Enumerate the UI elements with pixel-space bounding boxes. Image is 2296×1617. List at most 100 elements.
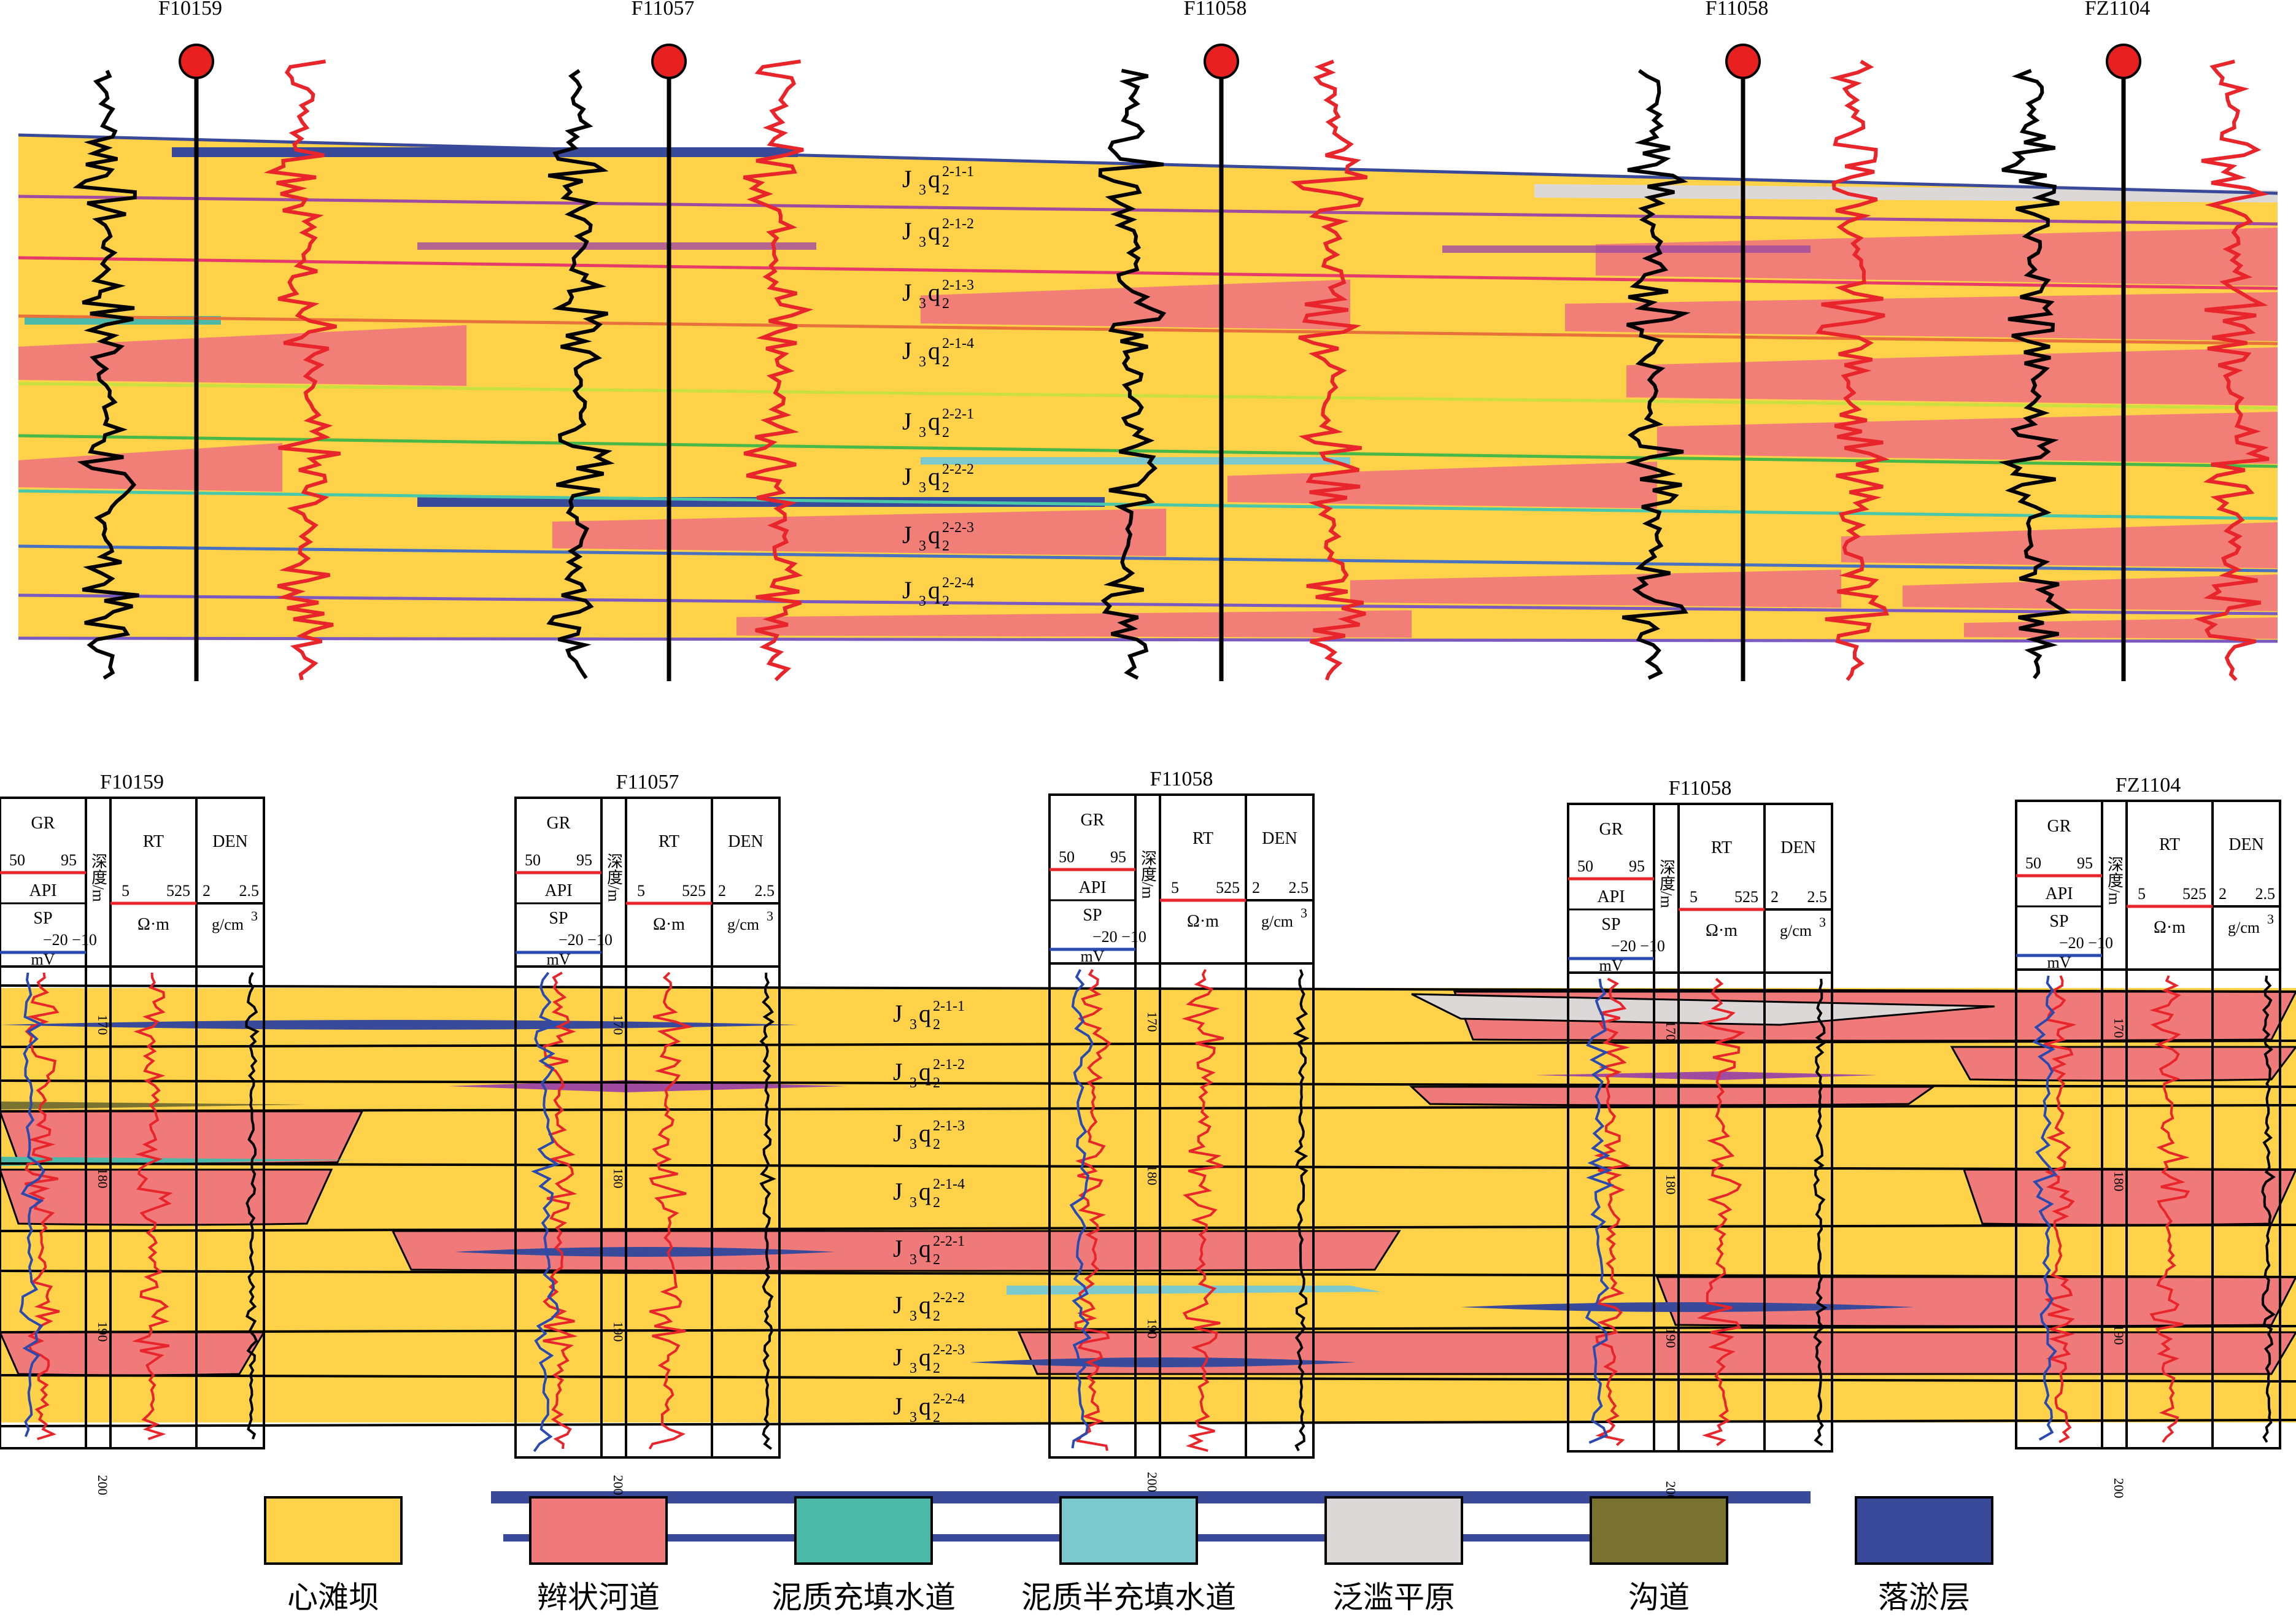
sp-header: SP bbox=[1083, 906, 1102, 925]
zone-sup: 2-2-2 bbox=[933, 1290, 965, 1306]
den-unit: g/cm bbox=[727, 916, 759, 933]
channel-lens-bottom-5 bbox=[1409, 1086, 1936, 1106]
well-label-top-0: F10159 bbox=[158, 0, 222, 20]
zone-base: J bbox=[893, 1235, 903, 1262]
silt-layer-top-1 bbox=[417, 497, 1105, 507]
sp-header: SP bbox=[2049, 912, 2068, 931]
zone-boundary-bottom-9 bbox=[0, 1419, 2296, 1427]
zone-base: J bbox=[893, 1343, 903, 1371]
depth-header: 深度/m bbox=[90, 853, 107, 902]
den-range-lo: 2 bbox=[718, 882, 726, 900]
gr-log-top-0 bbox=[72, 69, 139, 680]
depth-header: 深度/m bbox=[1139, 850, 1157, 899]
sp-unit: mV bbox=[31, 951, 55, 968]
gr-log-top-4 bbox=[1998, 69, 2071, 679]
sp-curve bbox=[531, 971, 562, 1453]
silt-lens-bottom-1 bbox=[454, 1247, 835, 1257]
well-marker-top-4 bbox=[2106, 44, 2141, 79]
channel-patch-top-3 bbox=[1626, 347, 2278, 406]
rt-curve bbox=[1181, 969, 1224, 1452]
sp-unit: mV bbox=[1081, 947, 1105, 965]
den-track-frame bbox=[1763, 971, 1833, 1453]
gr-unit: API bbox=[1078, 878, 1106, 897]
rt-range-hi: 525 bbox=[1216, 879, 1240, 897]
facies-legend: 心滩坝辫状河道泥质充填水道泥质半充填水道泛滥平原沟道落淤层 bbox=[264, 1496, 1993, 1615]
rt-log-top-3 bbox=[1815, 60, 1890, 681]
channel-patch-top-5 bbox=[18, 442, 282, 492]
zone-q: q bbox=[919, 1000, 931, 1027]
legend-label: 辫状河道 bbox=[537, 1580, 660, 1615]
zone-q: q bbox=[919, 1392, 931, 1420]
zone-q: q bbox=[919, 1235, 931, 1262]
zone-base: J bbox=[902, 407, 912, 435]
rt-range-hi: 525 bbox=[1734, 888, 1758, 906]
rt-unit: Ω·m bbox=[1706, 921, 1737, 940]
well-marker-top-3 bbox=[1725, 44, 1761, 79]
zone-base: J bbox=[893, 1392, 903, 1420]
sp-range: −20 −10 bbox=[2059, 934, 2113, 952]
zone-boundary-top-9 bbox=[18, 636, 2278, 643]
den-header: DEN bbox=[212, 832, 248, 851]
channel-patch-top-8 bbox=[1841, 522, 2278, 568]
gr-log-top-2 bbox=[1098, 69, 1167, 680]
den-unit: g/cm bbox=[1780, 922, 1812, 940]
den-unit-sup: 3 bbox=[1301, 905, 1307, 920]
rt-range-lo: 5 bbox=[637, 882, 645, 900]
depth-tick-0: 170 bbox=[95, 1015, 110, 1035]
sp-unit: mV bbox=[2047, 954, 2071, 971]
rt-header: RT bbox=[2159, 835, 2180, 854]
zone-sub: 3 bbox=[910, 1195, 917, 1211]
den-curve bbox=[1813, 978, 1828, 1446]
legend-item-6: 落淤层 bbox=[1855, 1496, 1993, 1615]
den-range-lo: 2 bbox=[1771, 888, 1779, 906]
rt-range-hi: 525 bbox=[682, 882, 706, 900]
rt-log-top-0 bbox=[263, 60, 341, 681]
depth-tick-3: 200 bbox=[611, 1475, 626, 1495]
zone-boundary-top-6 bbox=[18, 489, 2278, 520]
rt-range-lo: 5 bbox=[122, 882, 129, 900]
zone-boundary-bottom-6 bbox=[0, 1270, 2296, 1278]
zone-q: q bbox=[928, 165, 940, 193]
sp-range: −20 −10 bbox=[43, 931, 97, 949]
channel-lens-bottom-0 bbox=[0, 1110, 364, 1165]
depth-tick-1: 180 bbox=[95, 1168, 110, 1189]
gr-range-hi: 95 bbox=[576, 851, 592, 869]
zone-base: J bbox=[902, 521, 912, 549]
den-header: DEN bbox=[728, 832, 763, 851]
zone-sup: 2-1-1 bbox=[942, 164, 974, 180]
zone-boundary-bottom-5 bbox=[0, 1224, 2296, 1232]
depth-tick-0: 170 bbox=[1663, 1021, 1679, 1041]
silt-lens-bottom-2 bbox=[970, 1357, 1356, 1367]
silt-lens-bottom-0 bbox=[0, 1020, 798, 1030]
legend-label: 落淤层 bbox=[1878, 1580, 1970, 1615]
zone-sup: 2-1-2 bbox=[942, 216, 974, 232]
gr-log-top-3 bbox=[1622, 69, 1691, 680]
log-header-box bbox=[2015, 800, 2281, 971]
zone-sup: 2-2-3 bbox=[942, 520, 974, 536]
well-marker-top-0 bbox=[179, 44, 214, 79]
channel-patch-top-0 bbox=[1596, 228, 2278, 286]
well-label-bottom: FZ1104 bbox=[2116, 774, 2181, 797]
zone-sub: 3 bbox=[910, 1360, 917, 1376]
zone-boundary-top-4 bbox=[18, 382, 2278, 410]
gr-header: GR bbox=[1081, 811, 1105, 830]
zone-sup: 2-1-4 bbox=[933, 1176, 965, 1192]
depth-tick-0: 170 bbox=[611, 1015, 626, 1035]
den-unit: g/cm bbox=[1261, 913, 1293, 930]
zone-q: q bbox=[919, 1058, 931, 1086]
legend-swatch bbox=[1590, 1496, 1728, 1565]
channel-patch-top-13 bbox=[921, 279, 1350, 330]
den-range-hi: 2.5 bbox=[239, 882, 260, 900]
zone-q: q bbox=[919, 1178, 931, 1205]
den-unit-sup: 3 bbox=[1819, 914, 1826, 930]
depth-tick-1: 180 bbox=[1145, 1165, 1160, 1186]
